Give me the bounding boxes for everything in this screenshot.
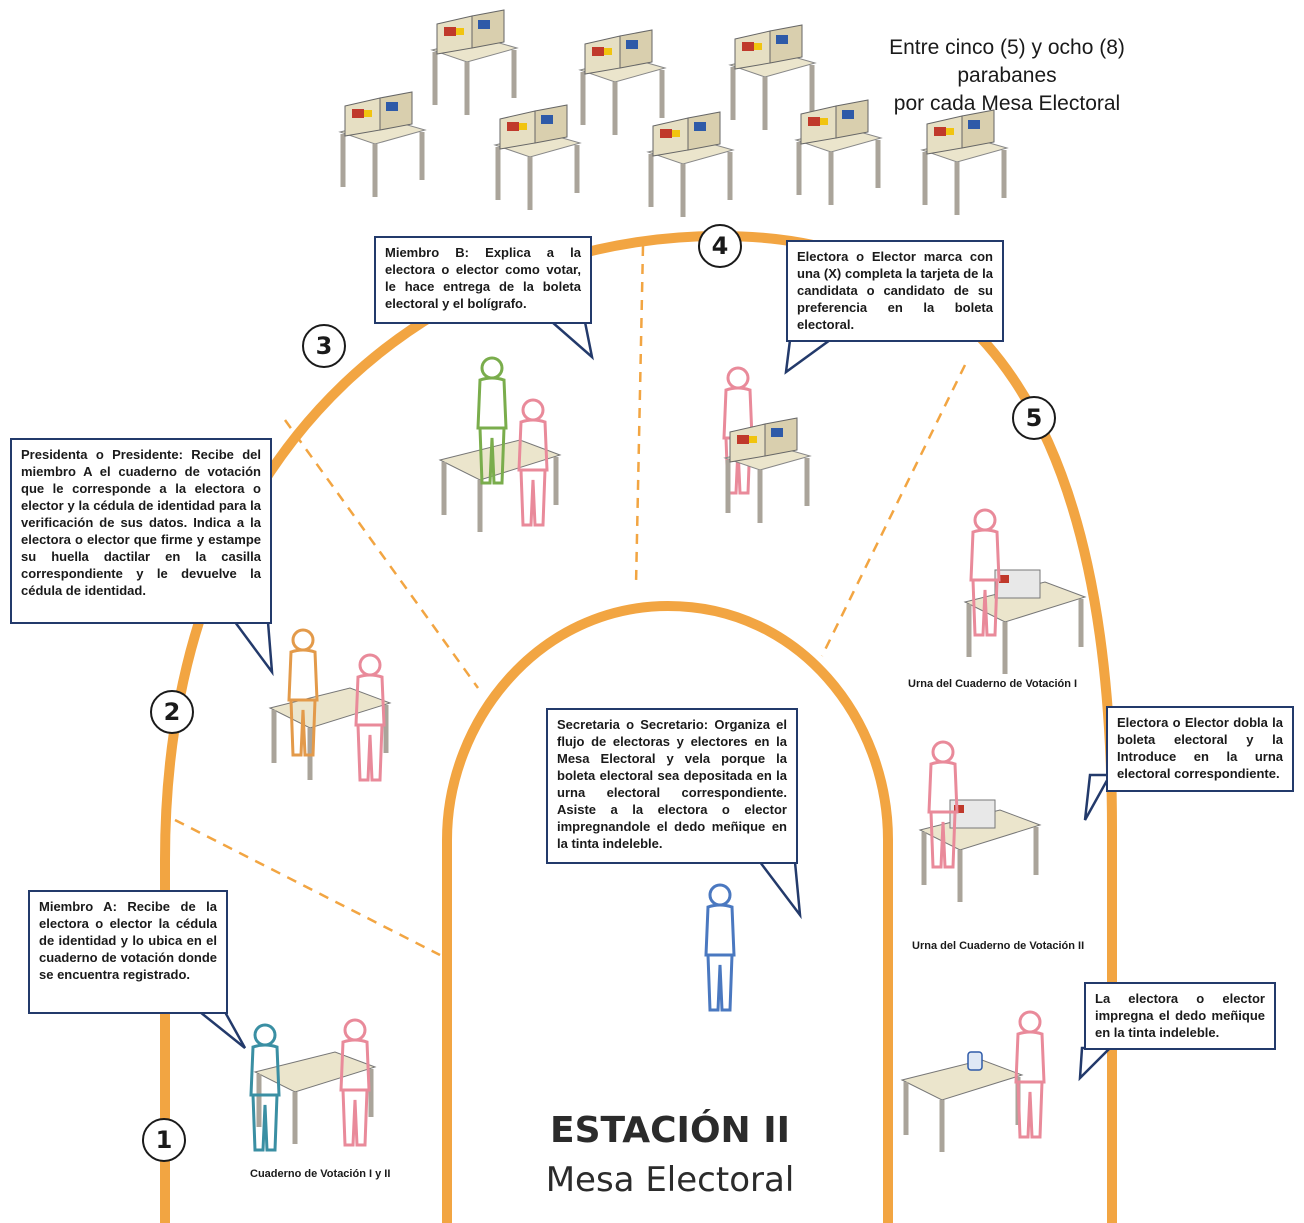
step-3-badge: 3	[302, 324, 346, 368]
booth-count-note: Entre cinco (5) y ocho (8) parabanes por…	[842, 34, 1172, 118]
callout-tail	[1078, 1046, 1114, 1082]
step-2-badge: 2	[150, 690, 194, 734]
callout-tail	[757, 860, 802, 920]
callout-tail	[1083, 773, 1113, 821]
ballot-box-icon	[994, 569, 1041, 599]
callout-tail	[784, 338, 834, 375]
voting-booth-icon	[580, 30, 665, 135]
zone-dividers	[174, 245, 967, 957]
person-icon	[704, 883, 736, 1012]
step-5-callout: Electora o Elector dobla la boleta elect…	[1106, 706, 1294, 792]
voting-booth-icon	[495, 105, 580, 210]
ink-callout: La electora o elector impregna el dedo m…	[1084, 982, 1276, 1050]
step-5-badge: 5	[1012, 396, 1056, 440]
person-icon	[287, 628, 319, 757]
voting-booth-icon	[648, 112, 733, 217]
urna-2-caption: Urna del Cuaderno de Votación II	[912, 940, 1085, 952]
table-icon	[902, 1060, 1022, 1152]
secretary-callout: Secretaria o Secretario: Organiza el flu…	[546, 708, 798, 864]
booth-count-line2: por cada Mesa Electoral	[893, 92, 1121, 115]
step-4-callout: Electora o Elector marca con una (X) com…	[786, 240, 1004, 342]
booth-count-line1: Entre cinco (5) y ocho (8) parabanes	[889, 36, 1125, 87]
voting-booth-icon	[340, 92, 425, 197]
person-icon	[354, 653, 386, 782]
step-2-callout: Presidenta o Presidente: Recibe del miem…	[10, 438, 272, 624]
step-1-callout: Miembro A: Recibe de la electora o elect…	[28, 890, 228, 1014]
ink-jar-icon	[967, 1051, 983, 1071]
inner-arc	[442, 600, 893, 1223]
station-subtitle: Mesa Electoral	[545, 1160, 795, 1200]
step-4-badge: 4	[698, 224, 742, 268]
voting-booth-icon	[432, 10, 517, 115]
callout-tail	[196, 1010, 247, 1049]
step-3-callout: Miembro B: Explica a la electora o elect…	[374, 236, 592, 324]
voting-booth-icon	[922, 110, 1007, 215]
callout-tail	[548, 320, 594, 361]
station-title: ESTACIÓN II	[549, 1110, 790, 1151]
step-1-badge: 1	[142, 1118, 186, 1162]
person-icon	[339, 1018, 371, 1147]
person-icon	[249, 1023, 281, 1152]
cuaderno-caption: Cuaderno de Votación I y II	[250, 1168, 391, 1180]
person-icon	[476, 356, 508, 485]
urna-1-caption: Urna del Cuaderno de Votación I	[908, 678, 1078, 690]
callout-tail	[232, 620, 274, 677]
